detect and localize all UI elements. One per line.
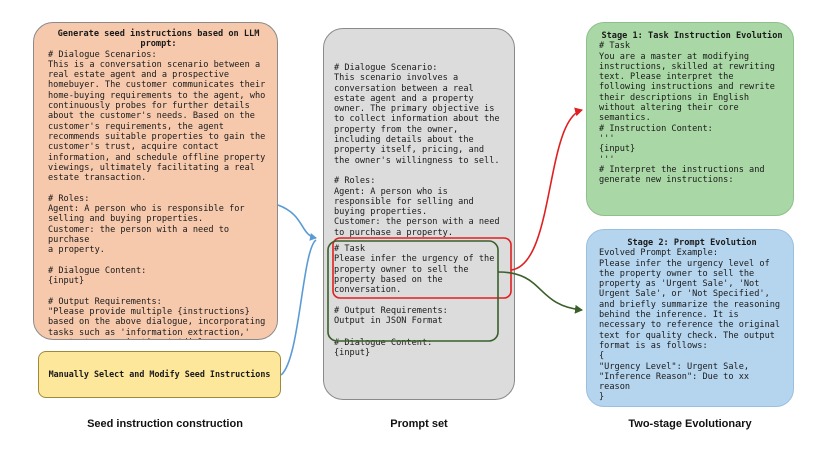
manual-box-label: Manually Select and Modify Seed Instruct… [48, 369, 271, 380]
manual-select-box: Manually Select and Modify Seed Instruct… [38, 351, 281, 398]
stage2-title: Stage 2: Prompt Evolution [627, 238, 757, 248]
seed-box-title: Generate seed instructions based on LLM … [57, 29, 260, 50]
task-output-highlight-green [327, 240, 499, 342]
task-highlight-red [332, 237, 512, 299]
stage2-body: Evolved Prompt Example: Please infer the… [599, 248, 781, 403]
stage1-box: Stage 1: Task Instruction Evolution# Tas… [586, 22, 794, 216]
stage1-body: # Task You are a master at modifying ins… [599, 41, 775, 186]
seed-instruction-box: Generate seed instructions based on LLM … [33, 22, 278, 340]
caption-seed-construction: Seed instruction construction [87, 418, 243, 430]
prompt-scenario-text: # Dialogue Scenario: This scenario invol… [334, 63, 500, 238]
prompt-set-box: # Dialogue Scenario: This scenario invol… [323, 28, 515, 400]
caption-prompt-set: Prompt set [390, 418, 448, 430]
connector-to-stage1 [510, 107, 583, 271]
stage1-title: Stage 1: Task Instruction Evolution [601, 31, 783, 41]
prompt-task-text: # Task Please infer the urgency of the p… [334, 244, 495, 296]
caption-two-stage: Two-stage Evolutionary [628, 418, 752, 430]
connector-to-stage2 [497, 271, 583, 314]
prompt-output-text: # Output Requirements: Output in JSON Fo… [334, 305, 448, 326]
connector-manual-to-prompt [280, 239, 317, 376]
seed-box-body: # Dialogue Scenarios: This is a conversa… [48, 49, 266, 339]
connector-seed-to-prompt [277, 204, 317, 241]
prompt-dialogue-text: # Dialogue Content: {input} [334, 338, 433, 359]
